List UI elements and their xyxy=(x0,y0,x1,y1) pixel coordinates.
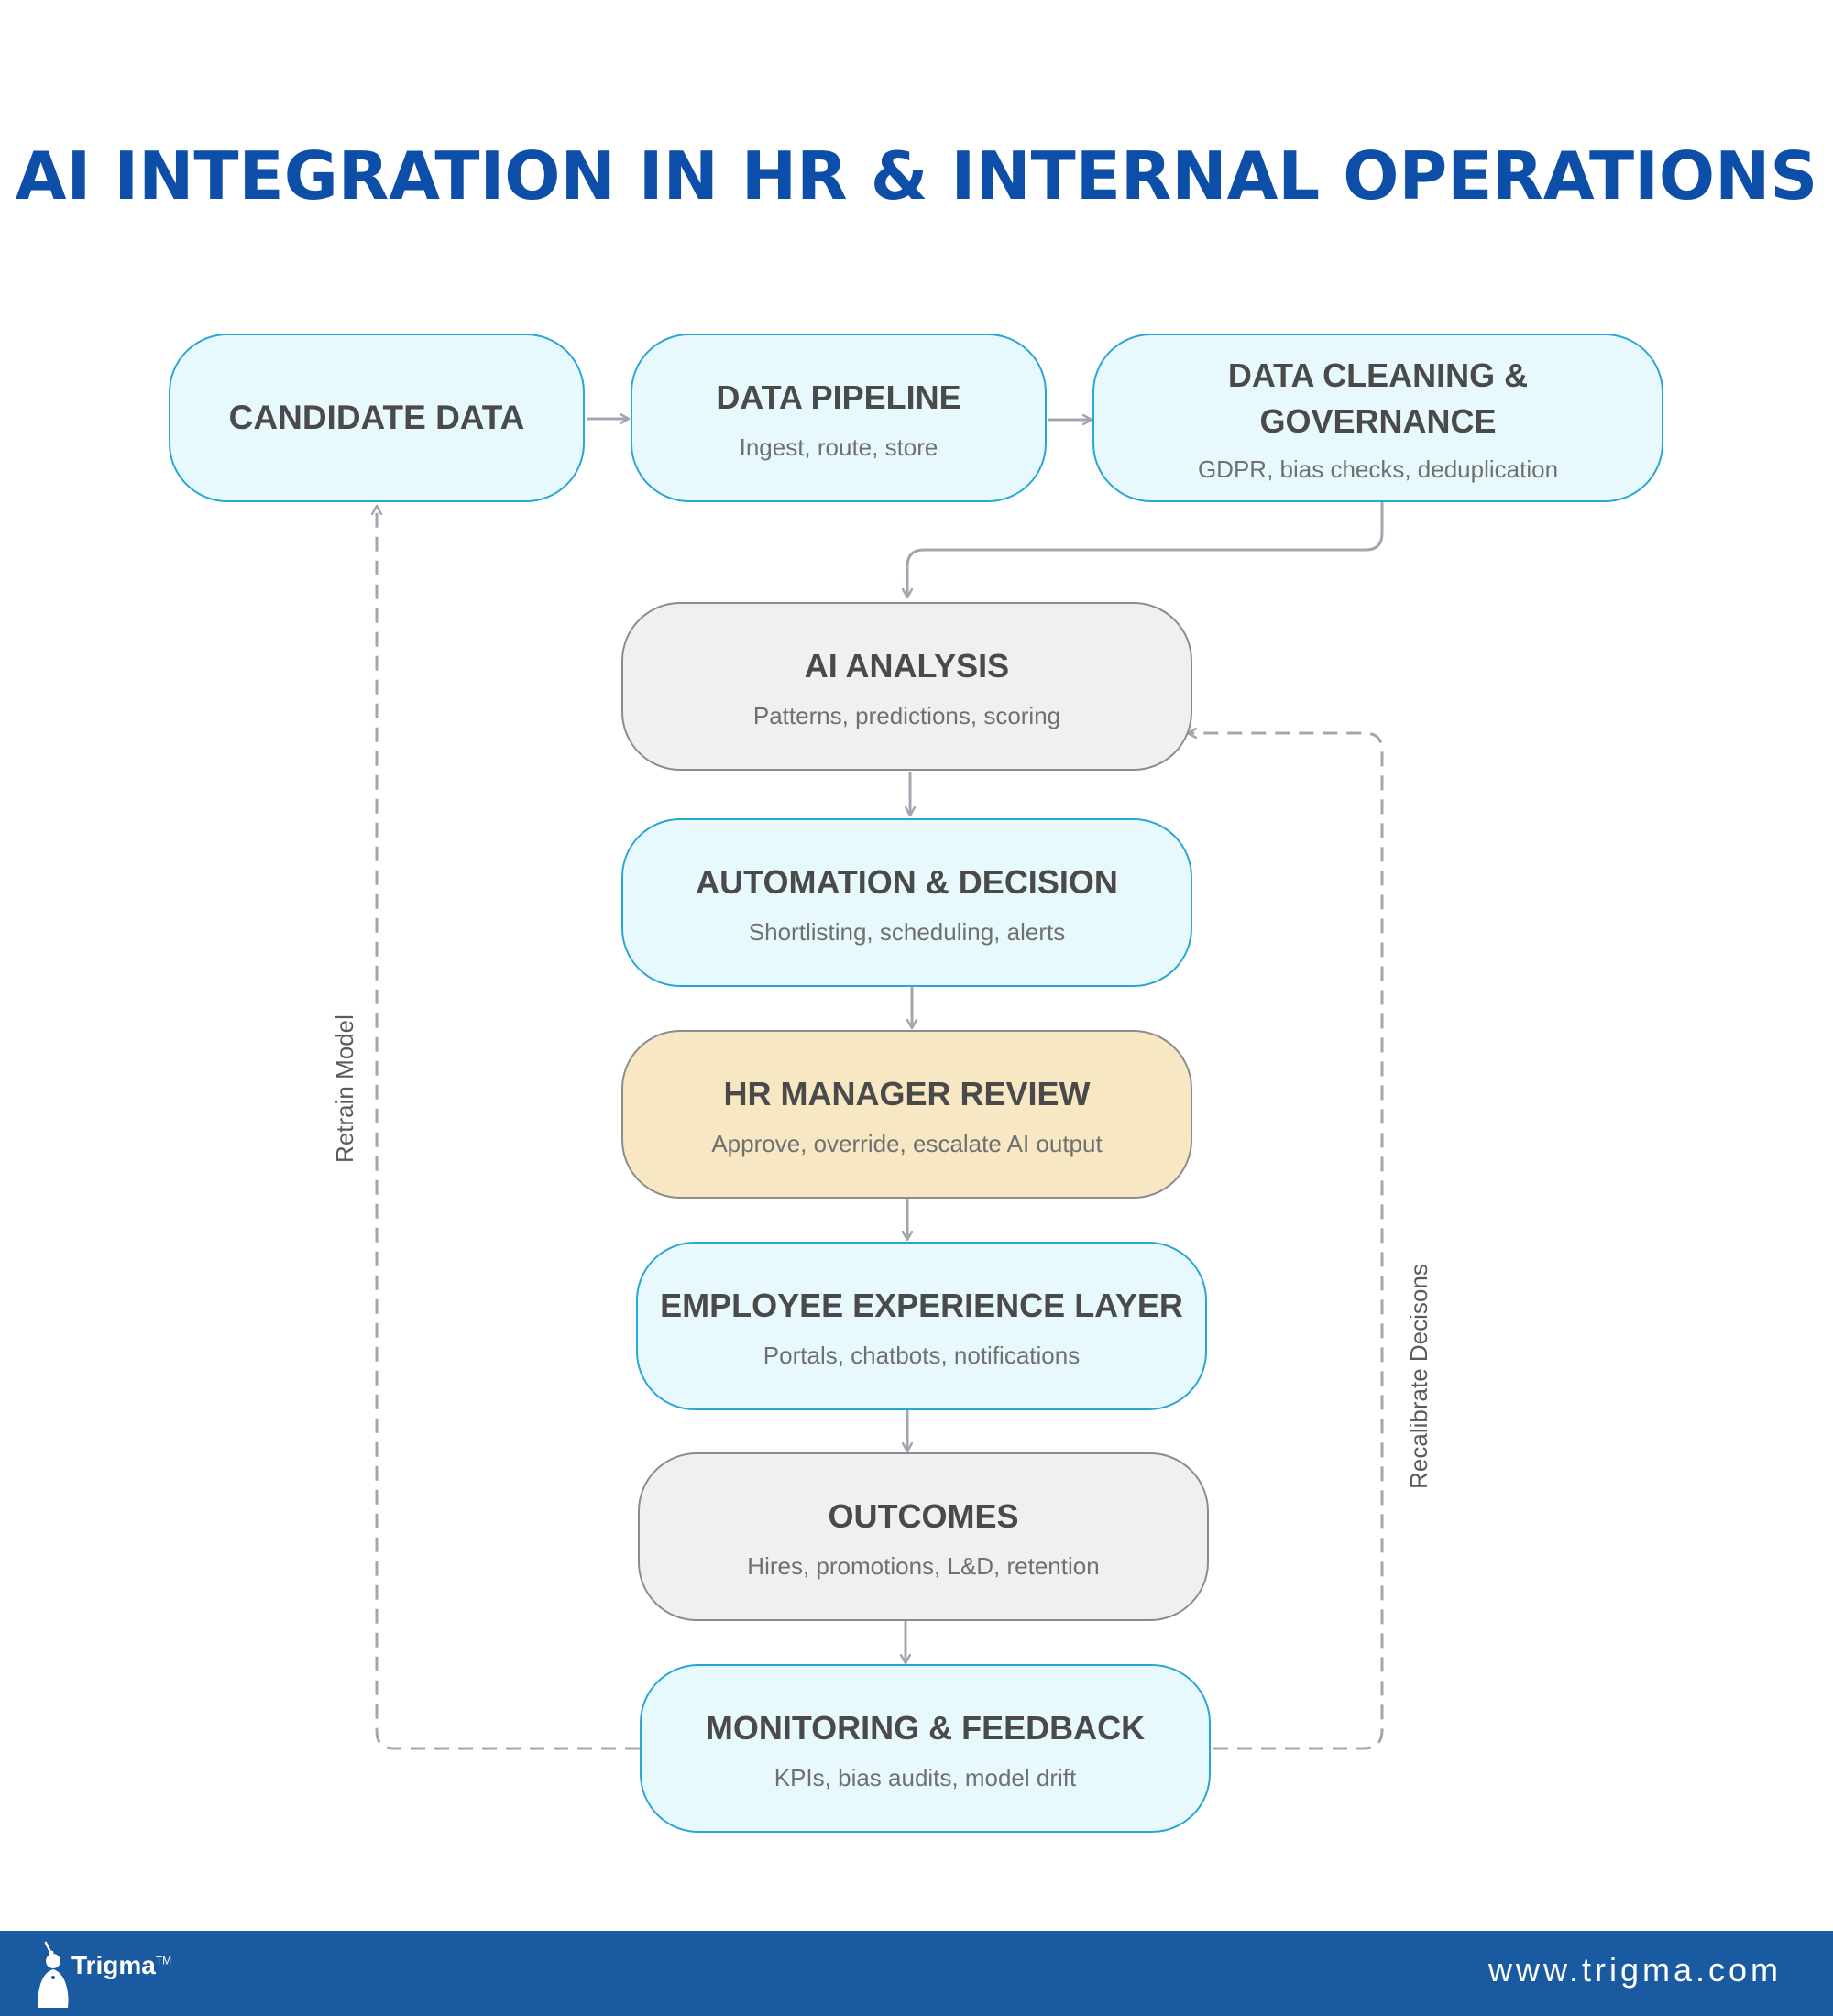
trigma-figure-logo-icon xyxy=(38,1941,69,2008)
connectors xyxy=(0,0,1384,1750)
node-subtitle: Approve, override, escalate AI output xyxy=(711,1129,1103,1157)
node-outcomes: OUTCOMES Hires, promotions, L&D, retenti… xyxy=(638,1452,1209,1621)
node-title: HR MANAGER REVIEW xyxy=(723,1074,1091,1112)
node-title: DATA PIPELINE xyxy=(716,378,961,416)
website-url[interactable]: www.trigma.com xyxy=(1487,1951,1782,1989)
node-subtitle: Shortlisting, scheduling, alerts xyxy=(748,917,1066,946)
trademark-mark: TM xyxy=(155,1954,172,1967)
diagram-title: AI INTEGRATION IN HR & INTERNAL OPERATIO… xyxy=(15,137,1818,214)
node-hr-manager-review: HR MANAGER REVIEW Approve, override, esc… xyxy=(621,1030,1192,1199)
brand-text: Trigma xyxy=(71,1951,156,1979)
footer-bar: TrigmaTM www.trigma.com xyxy=(0,1931,1833,2016)
node-title-line-1: DATA CLEANING & xyxy=(1227,356,1529,394)
node-subtitle: Ingest, route, store xyxy=(739,433,938,461)
loop-recalibrate-path xyxy=(1188,733,1384,1750)
node-subtitle: Hires, promotions, L&D, retention xyxy=(747,1551,1100,1580)
node-title: EMPLOYEE EXPERIENCE LAYER xyxy=(660,1286,1183,1324)
node-monitoring-feedback: MONITORING & FEEDBACK KPIs, bias audits,… xyxy=(640,1664,1211,1833)
loop-retrain-path xyxy=(377,506,640,1750)
node-candidate-data: CANDIDATE DATA xyxy=(169,334,585,502)
node-subtitle: Portals, chatbots, notifications xyxy=(763,1341,1081,1369)
node-subtitle: KPIs, bias audits, model drift xyxy=(774,1763,1077,1791)
node-automation-decision: AUTOMATION & DECISION Shortlisting, sche… xyxy=(621,818,1192,987)
node-title: MONITORING & FEEDBACK xyxy=(705,1708,1146,1747)
node-title: OUTCOMES xyxy=(828,1496,1019,1535)
node-subtitle: Patterns, predictions, scoring xyxy=(752,701,1061,729)
node-title: AI ANALYSIS xyxy=(804,646,1010,685)
arrow-cleaning-to-analysis xyxy=(907,502,1384,597)
node-subtitle: GDPR, bias checks, deduplication xyxy=(1197,455,1559,483)
brand-name: TrigmaTM xyxy=(71,1951,171,1980)
node-title-line-2: GOVERNANCE xyxy=(1259,401,1497,440)
node-title: AUTOMATION & DECISION xyxy=(696,862,1118,901)
node-title: CANDIDATE DATA xyxy=(228,399,525,436)
recalibrate-decisions-label: Recalibrate Decisons xyxy=(1405,1264,1432,1489)
node-data-cleaning-governance: DATA CLEANING & GOVERNANCE GDPR, bias ch… xyxy=(1092,334,1663,502)
node-ai-analysis: AI ANALYSIS Patterns, predictions, scori… xyxy=(621,602,1192,771)
node-data-pipeline: DATA PIPELINE Ingest, route, store xyxy=(631,334,1047,502)
node-employee-experience-layer: EMPLOYEE EXPERIENCE LAYER Portals, chatb… xyxy=(636,1242,1207,1410)
retrain-model-label: Retrain Model xyxy=(331,1014,358,1163)
